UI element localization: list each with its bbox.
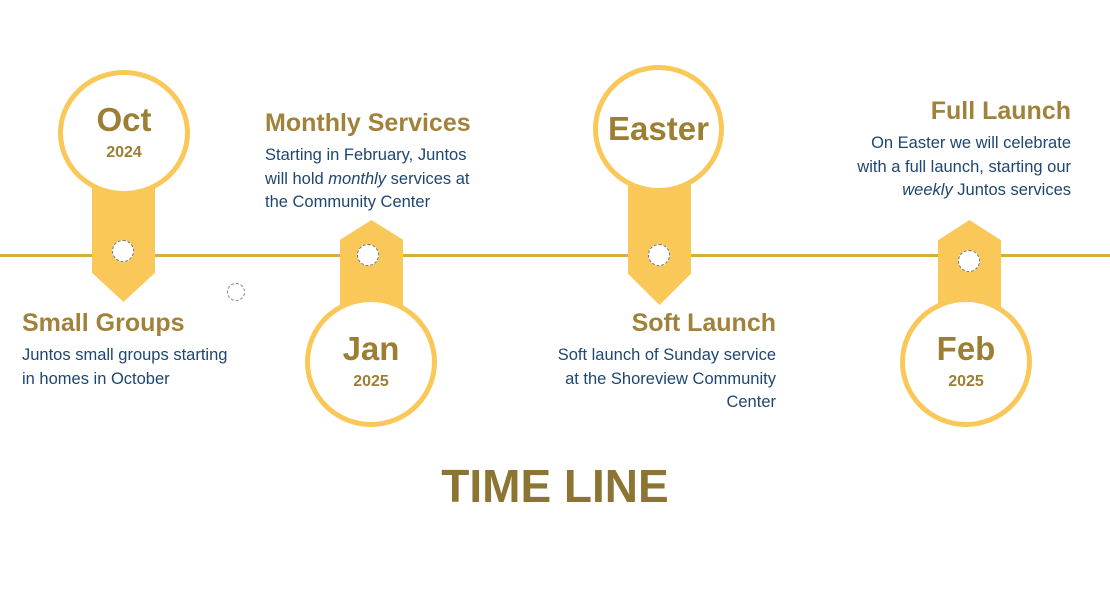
- desc-line: Juntos small groups starting: [22, 346, 228, 364]
- year-label: 2025: [353, 373, 389, 390]
- date-circle-jan: Jan 2025: [305, 297, 437, 427]
- desc-line: On Easter we will celebrate: [871, 134, 1071, 152]
- date-circle-easter: Easter: [593, 65, 724, 193]
- desc-line: Center: [726, 393, 776, 411]
- desc-line: will hold monthly services at: [265, 169, 470, 188]
- desc-line: in homes in October: [22, 369, 170, 388]
- marker-hole-oct: [112, 240, 134, 262]
- event-desc-small-groups: Juntos small groups starting in homes in …: [22, 344, 282, 391]
- month-label: Easter: [608, 110, 709, 147]
- marker-hole-jan: [357, 244, 379, 266]
- timeline-heading: TIME LINE: [441, 460, 669, 512]
- timeline-axis: [0, 254, 1110, 257]
- date-circle-oct: Oct 2024: [58, 70, 190, 196]
- desc-line: Starting in February, Juntos: [265, 146, 467, 164]
- event-desc-monthly-services: Starting in February, Juntos will hold mo…: [265, 144, 525, 215]
- desc-line: Soft launch of Sunday service: [557, 346, 776, 364]
- month-label: Oct: [96, 101, 152, 138]
- marker-hole-easter: [648, 244, 670, 266]
- desc-line: the Community Center: [265, 193, 431, 211]
- decorative-dot: [227, 283, 245, 301]
- year-label: 2024: [106, 144, 142, 161]
- desc-line: weekly Juntos services: [902, 181, 1071, 199]
- month-label: Feb: [936, 330, 996, 367]
- date-circle-feb: Feb 2025: [900, 297, 1032, 427]
- marker-hole-feb: [958, 250, 980, 272]
- event-title-full-launch: Full Launch: [930, 97, 1071, 125]
- marker-stem-easter: [628, 180, 691, 305]
- event-title-small-groups: Small Groups: [22, 309, 185, 337]
- year-label: 2025: [948, 373, 984, 390]
- event-desc-full-launch: On Easter we will celebrate with a full l…: [771, 132, 1071, 203]
- month-label: Jan: [342, 330, 400, 367]
- desc-line: at the Shoreview Community: [565, 369, 776, 388]
- event-desc-soft-launch: Soft launch of Sunday service at the Shor…: [476, 344, 776, 415]
- event-title-monthly-services: Monthly Services: [265, 109, 471, 137]
- desc-line: with a full launch, starting our: [857, 157, 1071, 176]
- event-title-soft-launch: Soft Launch: [631, 309, 776, 337]
